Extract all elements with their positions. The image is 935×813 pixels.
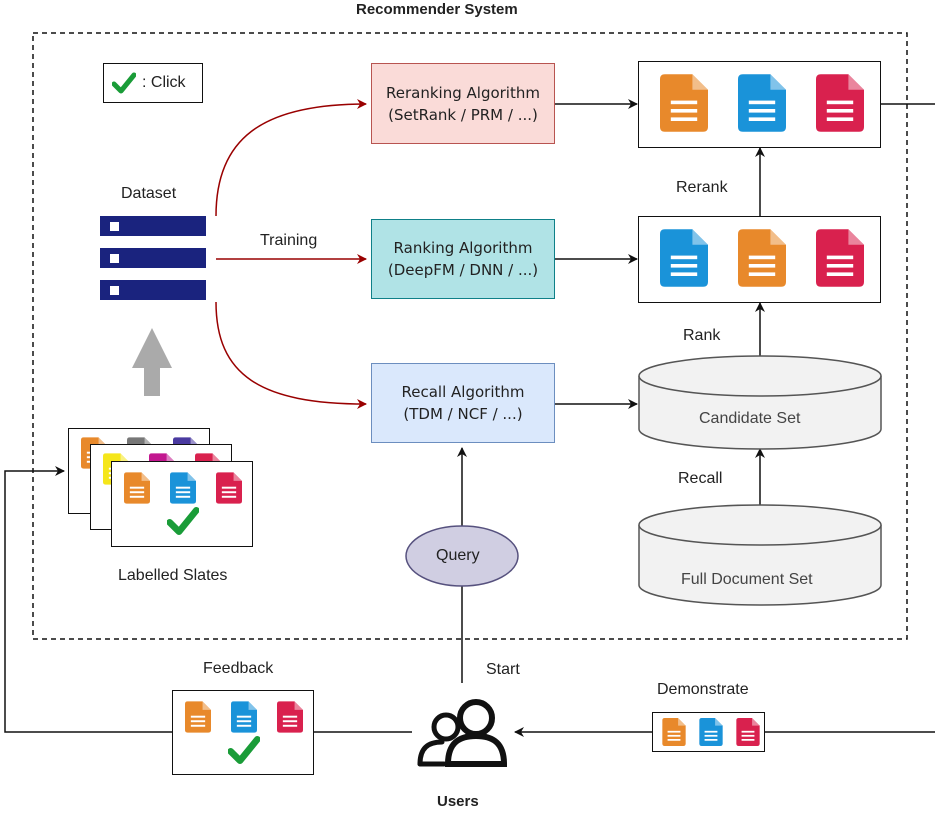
- candidate-set-label: Candidate Set: [699, 410, 801, 427]
- dataset-icon: [100, 216, 206, 300]
- full-document-set-cylinder: [638, 504, 882, 606]
- ranking-algorithm-methods: (DeepFM / DNN / ...): [387, 261, 539, 279]
- feedback-slate: [172, 690, 314, 775]
- document-icon: [738, 229, 786, 287]
- reranking-algorithm-box: Reranking Algorithm (SetRank / PRM / ...…: [371, 63, 555, 144]
- document-icon-row: [185, 701, 303, 733]
- reranked-slate: [638, 61, 881, 148]
- document-icon: [662, 718, 686, 746]
- document-icon: [216, 472, 242, 504]
- check-icon: [112, 72, 136, 94]
- recall-algorithm-title: Recall Algorithm: [401, 383, 525, 401]
- document-icon: [816, 229, 864, 287]
- ranking-algorithm-title: Ranking Algorithm: [393, 239, 533, 257]
- document-icon: [738, 74, 786, 132]
- training-label: Training: [260, 232, 318, 249]
- training-arrow-rerank: [215, 99, 367, 217]
- demonstrate-label: Demonstrate: [657, 681, 749, 698]
- document-icon-row: [660, 74, 864, 132]
- document-icon: [124, 472, 150, 504]
- check-icon: [228, 736, 260, 764]
- users-label: Users: [437, 793, 479, 810]
- feedback-loop-arrow: [4, 466, 172, 733]
- legend-box: : Click: [103, 63, 203, 103]
- legend-label: : Click: [142, 74, 186, 91]
- rerank-stage-label: Rerank: [676, 179, 728, 196]
- query-node: [405, 525, 519, 587]
- ranked-slate: [638, 216, 881, 303]
- ranking-algorithm-box: Ranking Algorithm (DeepFM / DNN / ...): [371, 219, 555, 299]
- document-icon-row: [124, 472, 242, 504]
- up-arrow-icon: [132, 328, 172, 396]
- labelled-slates-label: Labelled Slates: [118, 567, 228, 584]
- candidate-set-cylinder: [638, 355, 882, 450]
- recall-algorithm-box: Recall Algorithm (TDM / NCF / ...): [371, 363, 555, 443]
- document-icon-row: [662, 718, 760, 746]
- document-icon: [660, 229, 708, 287]
- feedback-label: Feedback: [203, 660, 274, 677]
- full-document-set-label: Full Document Set: [681, 571, 813, 588]
- recall-algorithm-methods: (TDM / NCF / ...): [403, 405, 523, 423]
- document-icon: [816, 74, 864, 132]
- document-icon: [231, 701, 257, 733]
- document-icon: [736, 718, 760, 746]
- reranking-algorithm-title: Reranking Algorithm: [386, 83, 540, 102]
- reranking-algorithm-methods: (SetRank / PRM / ...): [388, 105, 538, 124]
- document-icon: [699, 718, 723, 746]
- document-icon: [185, 701, 211, 733]
- document-icon: [277, 701, 303, 733]
- document-icon: [660, 74, 708, 132]
- check-icon: [167, 507, 199, 535]
- query-label: Query: [436, 547, 480, 564]
- page-title: Recommender System: [356, 1, 518, 18]
- recall-stage-label: Recall: [678, 470, 723, 487]
- labelled-slate-front: [111, 461, 253, 547]
- rank-stage-label: Rank: [683, 327, 721, 344]
- demonstrate-slate: [652, 712, 765, 752]
- users-icon: [417, 699, 508, 767]
- start-label: Start: [486, 661, 520, 678]
- training-arrow-recall: [215, 301, 367, 409]
- document-icon-row: [660, 229, 864, 287]
- dataset-label: Dataset: [121, 185, 177, 202]
- recommender-system-boundary: [32, 32, 908, 640]
- document-icon: [170, 472, 196, 504]
